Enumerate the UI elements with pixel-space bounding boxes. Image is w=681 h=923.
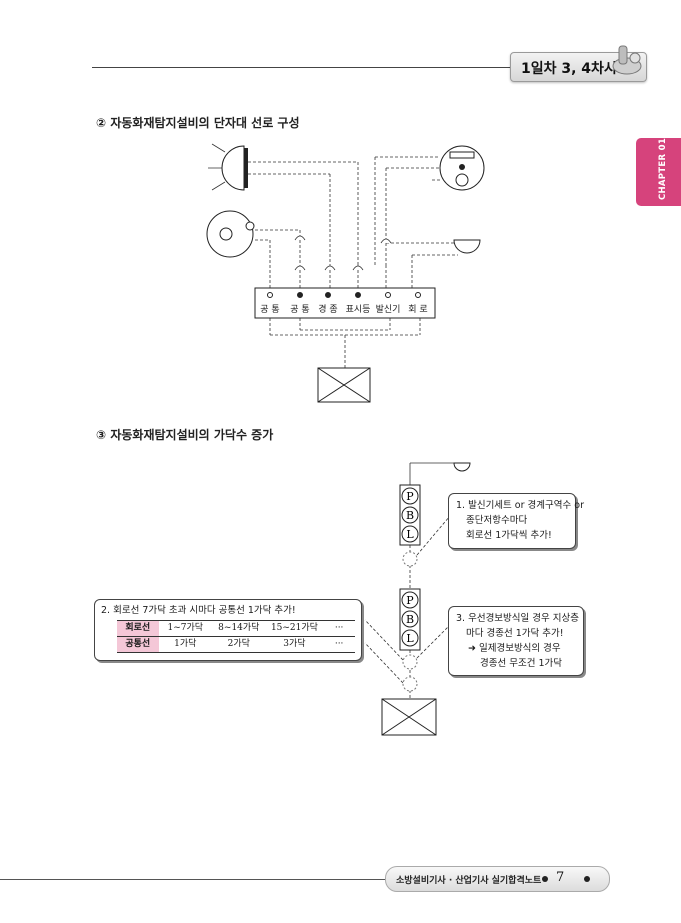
pbl-letter: L — [406, 632, 414, 645]
bullet-icon — [584, 876, 590, 882]
table-cell: 8~14가닥 — [212, 620, 266, 637]
callout-line: 1. 발신기세트 or 경계구역수 or — [456, 500, 584, 511]
table-cell: 15~21가닥 — [265, 620, 324, 637]
terminal-label: 공 통 — [260, 304, 279, 315]
pbl-letter: B — [406, 509, 414, 522]
callout-line: 회로선 1가닥씩 추가! — [466, 530, 552, 541]
terminal-label: 경 종 — [318, 303, 337, 315]
chapter-tab[interactable]: CHAPTER 01 — [636, 138, 681, 206]
callout-line: 3. 우선경보방식일 경우 지상층 — [456, 613, 580, 624]
terminal-label: 회 로 — [408, 304, 427, 315]
pbl-letter: P — [406, 594, 414, 607]
bullet-icon — [542, 876, 548, 882]
section2-heading: ② 자동화재탐지설비의 단자대 선로 구성 — [96, 116, 300, 130]
table-row: 회로선 1~7가닥 8~14가닥 15~21가닥 ··· — [117, 620, 355, 637]
table-cell: 1가닥 — [158, 636, 213, 653]
terminal-wiring-diagram: 공 통 공 통 경 종 표시등 발신기 회 로 — [206, 143, 485, 403]
table-cell: 2가닥 — [212, 636, 266, 653]
chapter-title: 1일차 3, 4차시 — [521, 61, 617, 77]
header-rule — [92, 67, 512, 68]
table-cell: 회로선 — [117, 620, 159, 637]
pbl-letter: L — [406, 528, 414, 541]
terminal-label: 공 통 — [290, 304, 309, 315]
chapter-tab-label: CHAPTER 01 — [658, 137, 669, 201]
book-title: 소방설비기사 · 산업기사 실기합격노트 — [396, 876, 542, 886]
table-cell: ··· — [323, 636, 355, 653]
terminal-label: 표시등 — [346, 304, 371, 315]
callout-title: 2. 회로선 7가닥 초과 시마다 공통선 1가닥 추가! — [101, 605, 296, 616]
footer-rule — [0, 879, 392, 880]
table-cell: 공통선 — [117, 636, 159, 653]
callout-line: 종단저항수마다 — [466, 515, 528, 526]
callout-line: 마다 경종선 1가닥 추가! — [466, 628, 564, 639]
callout-circuit-lines: 1. 발신기세트 or 경계구역수 or 종단저항수마다 회로선 1가닥씩 추가… — [448, 493, 584, 549]
riser-diagram: P B L P B L — [364, 462, 471, 736]
callout-common-lines: 2. 회로선 7가닥 초과 시마다 공통선 1가닥 추가! 회로선 1~7가닥 … — [94, 599, 362, 661]
mascot-icon — [612, 45, 642, 75]
terminal-label: 발신기 — [376, 304, 401, 315]
callout-line: ➜ 일제경보방식의 경우 — [468, 643, 561, 654]
table-row: 공통선 1가닥 2가닥 3가닥 ··· — [117, 636, 355, 653]
table-cell: 3가닥 — [265, 636, 324, 653]
footer-badge: 소방설비기사 · 산업기사 실기합격노트 7 — [385, 866, 610, 892]
callout-line: 경종선 무조건 1가닥 — [480, 658, 563, 669]
table-cell: 1~7가닥 — [158, 620, 213, 637]
table-cell: ··· — [323, 620, 355, 637]
callout-bell-lines: 3. 우선경보방식일 경우 지상층 마다 경종선 1가닥 추가! ➜ 일제경보방… — [448, 606, 584, 676]
section3-heading: ③ 자동화재탐지설비의 가닥수 증가 — [96, 428, 274, 442]
wire-count-table: 회로선 1~7가닥 8~14가닥 15~21가닥 ··· 공통선 1가닥 2가닥… — [117, 620, 355, 653]
pbl-letter: B — [406, 613, 414, 626]
page-number: 7 — [556, 870, 565, 885]
pbl-letter: P — [406, 490, 414, 503]
